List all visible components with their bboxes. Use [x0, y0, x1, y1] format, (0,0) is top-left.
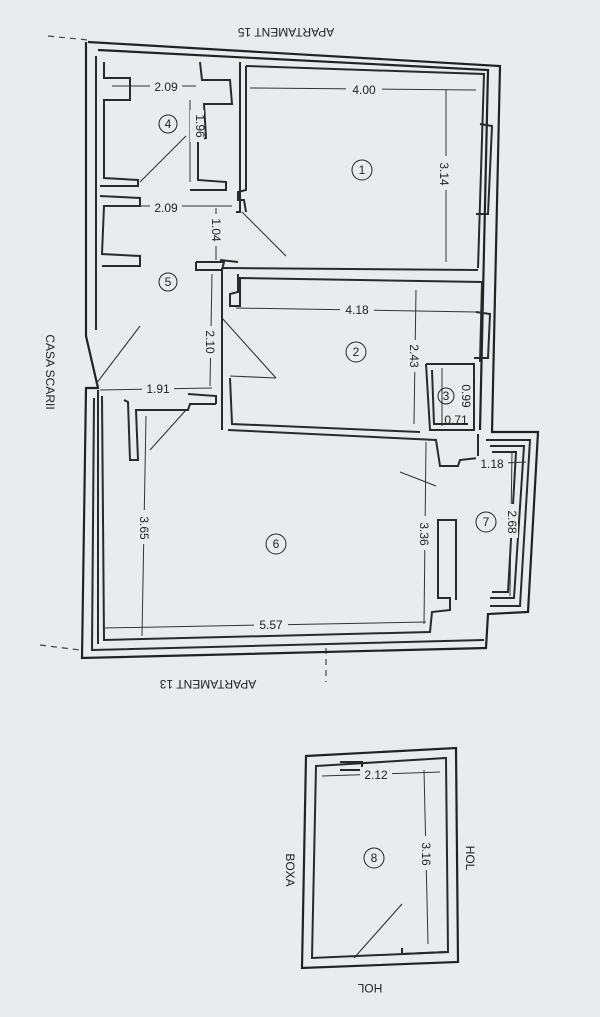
- room-number: 8: [371, 851, 378, 865]
- dim-r4-width: 2.09: [154, 80, 178, 94]
- room-marker-circle: [345, 341, 367, 363]
- hall-label-right: HOL: [463, 846, 477, 871]
- dim-r6-height-right: 3.36: [417, 522, 431, 546]
- dim-r7-height: 2.68: [505, 510, 519, 534]
- room-number: 5: [165, 275, 172, 289]
- dimension-labels: 2.09 1.96 4.00 3.14 2.09 1.04 4.18 2.43 …: [136, 79, 519, 870]
- room-marker-circle: [265, 533, 287, 555]
- room-marker-circle: [475, 511, 497, 533]
- room-number: 4: [165, 117, 172, 131]
- dim-r8-height: 3.16: [419, 842, 433, 866]
- apartment-walls: [80, 40, 540, 660]
- room-marker-circle: [437, 387, 455, 405]
- room-number: 2: [353, 345, 360, 359]
- room-marker-circle: [351, 159, 373, 181]
- room-marker-circle: [158, 114, 178, 134]
- dim-r2-width: 4.18: [345, 303, 369, 317]
- dim-r4-height: 1.96: [193, 114, 207, 138]
- storage-walls: [300, 746, 460, 970]
- room-number: 3: [443, 389, 450, 403]
- hall-label-bottom: HOL: [357, 981, 382, 995]
- dim-r2-height: 2.43: [407, 344, 421, 368]
- neighbor-label-bottom: APARTAMENT 13: [159, 677, 256, 691]
- dim-r1-width: 4.00: [352, 83, 376, 97]
- room-number: 7: [483, 515, 490, 529]
- dim-r7-width: 1.18: [480, 457, 504, 471]
- dim-r5-width: 2.09: [154, 201, 178, 215]
- dim-r5-hall: 1.91: [146, 382, 170, 396]
- dim-r5-height: 2.10: [203, 330, 217, 354]
- reference-line: [39, 644, 81, 651]
- door-swings: [95, 135, 437, 487]
- neighbor-label-top: APARTAMENT 15: [237, 25, 334, 39]
- room-number: 6: [273, 537, 280, 551]
- dim-r3-b: 0.71: [444, 413, 468, 427]
- dim-r3-a: 0.99: [459, 384, 473, 408]
- dim-r5-door: 1.04: [209, 218, 223, 242]
- room-marker-circle: [158, 272, 178, 292]
- room-markers: 4 1 5 2 3 6 7 8: [158, 114, 497, 869]
- room-marker-circle: [363, 847, 385, 869]
- stairwell-label: CASA SCARII: [43, 334, 57, 409]
- storage-label: BOXA: [283, 853, 297, 886]
- dim-r6-height-left: 3.65: [137, 516, 151, 540]
- reference-line: [47, 35, 89, 41]
- dim-r6-width: 5.57: [259, 618, 283, 632]
- room-number: 1: [359, 163, 366, 177]
- dim-r1-height: 3.14: [437, 162, 451, 186]
- dim-r8-width: 2.12: [364, 768, 388, 782]
